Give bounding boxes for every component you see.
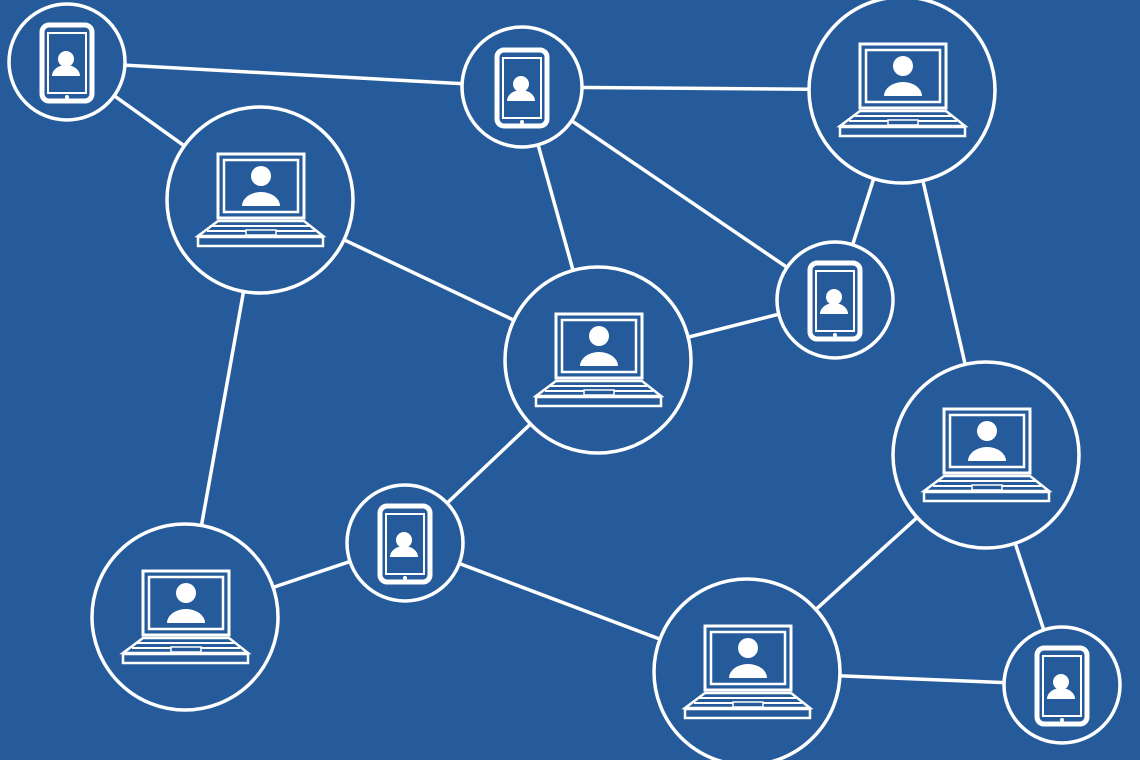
node-laptop [807,0,997,185]
node-laptop [503,265,693,455]
connection-line [521,85,836,302]
laptop-user-icon [681,624,814,720]
smartphone-user-icon [377,503,433,585]
laptop-user-icon [194,152,327,248]
connection-line [66,60,523,89]
node-laptop [652,577,842,760]
node-phone [7,2,127,122]
smartphone-user-icon [1034,645,1090,727]
smartphone-user-icon [807,260,863,342]
smartphone-user-icon [39,22,95,104]
node-phone [460,25,584,149]
laptop-user-icon [920,407,1053,503]
node-phone [775,240,895,360]
smartphone-user-icon [494,47,550,129]
node-laptop [165,105,355,295]
node-laptop [90,522,280,712]
laptop-user-icon [836,42,969,138]
devices [7,0,1122,760]
node-phone [1002,625,1122,745]
laptop-user-icon [532,312,665,408]
laptop-user-icon [119,569,252,665]
node-phone [345,483,465,603]
node-laptop [891,360,1081,550]
